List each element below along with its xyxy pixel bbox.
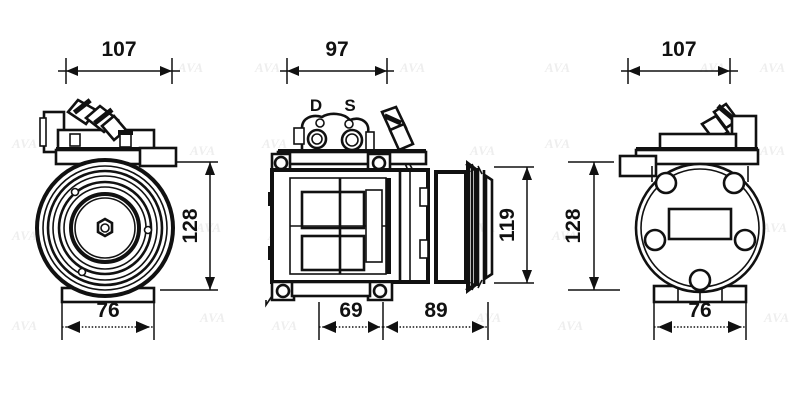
dimension-top-right: 107	[621, 38, 738, 84]
port-label-d: D	[310, 96, 322, 115]
dimension-vert-middle: 119	[494, 166, 534, 284]
watermark: AVA	[544, 136, 571, 151]
dim-vert-middle-text: 119	[496, 208, 519, 242]
watermark: AVA	[177, 60, 204, 75]
dimension-vert-right: 128	[562, 161, 620, 291]
watermark: AVA	[763, 310, 790, 325]
watermark: AVA	[11, 228, 38, 243]
watermark: AVA	[759, 60, 786, 75]
watermark: AVA	[544, 60, 571, 75]
watermark: AVA	[551, 228, 578, 243]
watermark: AVA	[761, 220, 788, 235]
watermark: AVA	[469, 143, 496, 158]
dimension-top-left: 107	[58, 38, 180, 84]
watermark: AVA	[195, 220, 222, 235]
right-view-group: 107 128	[562, 38, 766, 340]
dim-vert-right-text: 128	[562, 208, 585, 243]
watermark: AVA	[759, 143, 786, 158]
dimension-vert-left: 128	[160, 161, 218, 291]
dimension-top-middle: 97	[280, 38, 394, 84]
dim-bottom-middle-a-text: 69	[339, 299, 362, 322]
dim-top-right-text: 107	[661, 38, 696, 61]
watermark: AVA	[199, 310, 226, 325]
left-view-body	[35, 98, 178, 304]
dim-bottom-right-text: 76	[688, 299, 711, 322]
middle-view-group: 97 D S	[265, 38, 534, 340]
left-view-group: 107	[35, 38, 218, 340]
watermark: AVA	[399, 60, 426, 75]
watermark: AVA	[261, 136, 288, 151]
dim-bottom-middle-b-text: 89	[424, 299, 447, 322]
dim-top-middle-text: 97	[325, 38, 348, 61]
watermark: AVA	[189, 143, 216, 158]
dimension-bottom-middle: 69 89	[318, 299, 489, 340]
right-view-body	[618, 102, 766, 304]
dimension-bottom-right: 76	[653, 299, 747, 340]
watermark: AVA	[11, 318, 38, 333]
dimension-bottom-left: 76	[61, 299, 155, 340]
watermark: AVA	[254, 60, 281, 75]
watermark: AVA	[557, 318, 584, 333]
dim-top-left-text: 107	[101, 38, 136, 61]
port-label-s: S	[344, 96, 355, 115]
dim-bottom-left-text: 76	[96, 299, 119, 322]
middle-view-body	[265, 105, 494, 308]
watermark: AVA	[271, 318, 298, 333]
port-labels: D S	[310, 96, 356, 115]
watermark: AVA	[11, 136, 38, 151]
dim-vert-left-text: 128	[179, 208, 202, 243]
